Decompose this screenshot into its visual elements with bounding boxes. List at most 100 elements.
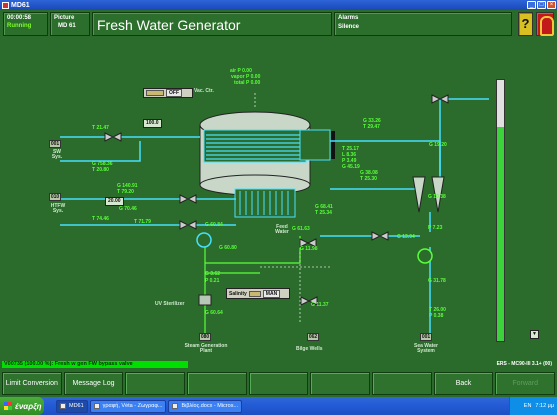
picture-box: Picture MD 61 [50, 12, 90, 36]
windows-flag-icon [4, 402, 12, 410]
taskbar-item-word[interactable]: Βιβλίος.docx - Micros... [168, 399, 243, 413]
bilge-wells-ref[interactable]: 062 [307, 333, 319, 341]
function-button-6[interactable] [310, 372, 371, 395]
valve-feed-water[interactable] [299, 238, 317, 248]
salinity-control[interactable]: Salinity MAN [226, 288, 290, 299]
sw-sys-label: SW Sys. [51, 149, 63, 160]
salinity-switch[interactable] [248, 290, 261, 297]
message-log-button[interactable]: Message Log [63, 372, 124, 395]
fresh-water-pump[interactable] [196, 232, 212, 248]
vac-ctrl-control[interactable]: OFF [143, 88, 193, 98]
htfw-temp-out: T 74.46 [92, 216, 109, 222]
htfw-sys-label: HTFW Sys. [50, 203, 66, 214]
start-button[interactable]: έναρξη [0, 397, 44, 415]
limit-conversion-button[interactable]: Limit Conversion [2, 372, 62, 395]
salinity-state: MAN [262, 289, 281, 298]
level-expand-icon[interactable]: ▼ [530, 330, 539, 339]
app-icon [2, 1, 9, 9]
function-button-7[interactable] [372, 372, 432, 395]
version-label: ERS - MC90-III 3.1+ (00) [496, 361, 552, 367]
shell-level: L 8.36 [342, 152, 357, 158]
system-tray: EN 7:12 μμ [509, 397, 557, 415]
function-button-bar: Limit Conversion Message Log Back Forwar… [0, 370, 557, 397]
sw-sys-ref[interactable]: 001 [49, 140, 61, 148]
steam-plant-label: Steam Generation Plant [184, 343, 228, 354]
salinity-pressure: P 0.21 [205, 278, 220, 284]
header-panel: 00:00:58 Running Picture MD 61 Fresh Wat… [0, 10, 557, 37]
function-button-5[interactable] [248, 372, 309, 395]
uv-sterilizer-label: UV Sterilizer [155, 301, 185, 307]
ejector-flow-2: G 10.38 [428, 194, 446, 200]
help-icon[interactable]: ? [518, 12, 533, 36]
cond-temp: T 29.47 [363, 124, 380, 130]
close-icon[interactable]: × [547, 1, 556, 9]
valve-htfw-outlet[interactable] [179, 220, 197, 230]
vac-ctrl-state: OFF [166, 89, 182, 97]
taskbar-item-md61[interactable]: MD61 [56, 399, 88, 413]
sea-water-label: Sea Water System [414, 343, 438, 354]
silence-label[interactable]: Silence [338, 24, 360, 30]
salinity-label: Salinity [229, 290, 247, 297]
sea-pressure: P 0.38 [429, 313, 444, 319]
back-button[interactable]: Back [433, 372, 494, 395]
valve-sw-inlet[interactable] [104, 132, 122, 142]
sea-water-ref[interactable]: 001 [420, 333, 432, 341]
sw-flow-mid: G 758.36 [92, 161, 113, 167]
taskbar-item-paint[interactable]: γραφή, Vėta - Ζωγραφ... [89, 399, 167, 413]
feed-water-label: Feed Water [275, 224, 289, 235]
language-indicator[interactable]: EN [523, 403, 532, 409]
maximize-icon[interactable]: □ [537, 1, 546, 9]
htfw-temp: T 79.20 [117, 189, 134, 195]
valve-bilge[interactable] [300, 296, 318, 306]
window-title: MD61 [11, 1, 30, 9]
steam-plant-ref[interactable]: 080 [199, 333, 211, 341]
minimize-icon[interactable]: _ [527, 1, 536, 9]
ejector-flow: G 38.08 [360, 170, 378, 176]
tank-level-fill [497, 126, 504, 341]
alarms-label[interactable]: Alarms [338, 15, 359, 21]
forward-button[interactable]: Forward [495, 372, 556, 395]
salinity-flow: G 3.62 [205, 271, 221, 277]
function-button-3[interactable] [125, 372, 186, 395]
shell-temp: T 25.17 [342, 146, 359, 152]
sea-temp: T 26.00 [429, 307, 446, 313]
run-state: Running [7, 23, 32, 29]
fw-pump-flow: G 60.84 [205, 222, 223, 228]
sw-setpoint[interactable]: 100.0 [143, 119, 162, 128]
sw-temp-mid: T 20.80 [92, 167, 109, 173]
vac-ctrl-label: Vac. Ctr. [194, 88, 214, 94]
task-label: MD61 [69, 403, 84, 409]
paint-icon [93, 403, 100, 409]
function-button-4[interactable] [187, 372, 247, 395]
process-piping [60, 81, 505, 341]
valve-htfw-inlet[interactable] [179, 194, 197, 204]
brine-flow: G 68.41 [315, 204, 333, 210]
cond-flow: G 33.26 [363, 118, 381, 124]
htfw-temp-return: T 71.79 [134, 219, 151, 225]
task-label: γραφή, Vėta - Ζωγραφ... [102, 403, 163, 409]
valve-brine[interactable] [371, 231, 389, 241]
ejector-pump[interactable] [417, 248, 433, 264]
company-logo [536, 12, 554, 36]
alarm-box[interactable]: Alarms Silence [334, 12, 512, 36]
status-bar: V00735 (100.00 %): Fresh w gen FW bypass… [0, 360, 557, 369]
sim-time: 00:00:58 [7, 15, 32, 21]
vac-ctrl-switch[interactable] [146, 90, 164, 96]
htfw-sys-ref[interactable]: 010 [49, 193, 61, 201]
brine-temp: T 25.34 [315, 210, 332, 216]
htfw-setpoint[interactable]: 20.00 [105, 197, 124, 206]
shell-flow: G 45.19 [342, 164, 360, 170]
valve-overboard[interactable] [431, 94, 449, 104]
status-message[interactable]: V00735 (100.00 %): Fresh w gen FW bypass… [2, 361, 188, 368]
air-pressure: air P 0.00 [230, 68, 252, 74]
ejector-left [412, 176, 426, 213]
vapor-pressure: vapor P 0.00 [231, 74, 261, 80]
word-icon [172, 403, 179, 409]
picture-id: MD 61 [58, 23, 76, 29]
time-box: 00:00:58 Running [3, 12, 48, 36]
process-diagram: OFF Vac. Ctr. air P 0.00 vapor P 0.00 to… [0, 37, 557, 360]
feed-flow-2: G 11.98 [300, 246, 318, 252]
feed-water-flow: G 61.63 [292, 226, 310, 232]
taskbar: έναρξη MD61 γραφή, Vėta - Ζωγραφ... Βιβλ… [0, 397, 557, 415]
picture-label: Picture [54, 15, 75, 21]
